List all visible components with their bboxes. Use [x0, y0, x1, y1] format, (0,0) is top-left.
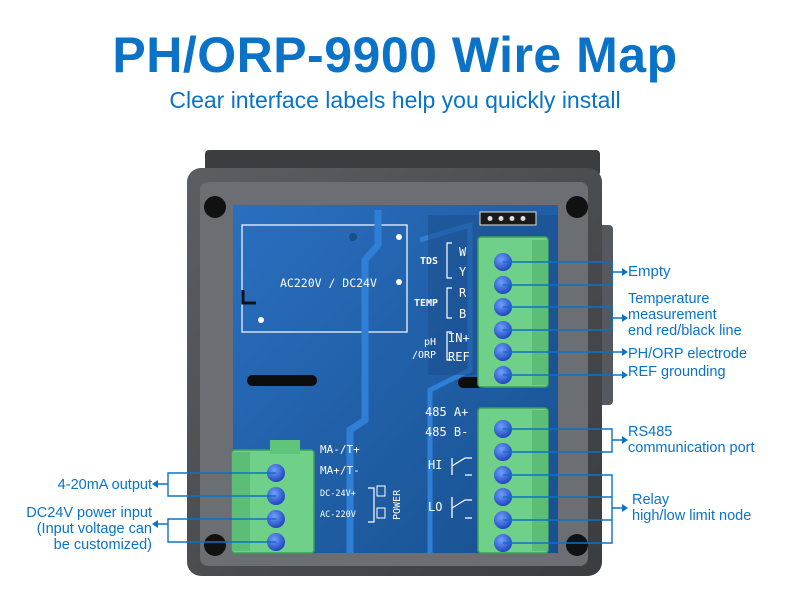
callout-temp-line1: Temperature — [628, 291, 710, 307]
bracket — [446, 242, 452, 279]
pcb-dot — [396, 279, 402, 285]
relay-symbol-lo — [451, 497, 472, 519]
label-lo: LO — [428, 500, 442, 514]
corner-hole — [566, 196, 588, 218]
callout-ref: REF grounding — [628, 364, 726, 380]
callout-ma-output: 4-20mA output — [57, 477, 152, 493]
power-bracket — [368, 487, 375, 523]
pcb-dot — [258, 317, 264, 323]
label-485-b: 485 B- — [425, 425, 468, 439]
terminal-block-bottom-right — [477, 407, 549, 554]
terminal-block-top-right — [477, 236, 549, 388]
callout-rs485-line2: communication port — [628, 440, 755, 456]
callout-temp-line3: end red/black line — [628, 323, 742, 339]
label-in-plus: IN+ — [448, 331, 470, 345]
page-title: PH/ORP-9900 Wire Map — [112, 27, 678, 83]
callout-temp-line2: measurement — [628, 307, 717, 323]
label-r: R — [459, 286, 467, 300]
pin — [509, 216, 515, 221]
callout-dc24-line2: (Input voltage can — [36, 521, 152, 537]
pcb-trace — [346, 210, 382, 553]
label-485-a: 485 A+ — [425, 405, 468, 419]
power-box — [376, 485, 386, 497]
corner-hole — [566, 534, 588, 556]
callout-phorp: PH/ORP electrode — [628, 346, 748, 362]
label-ma-pos: MA+/T- — [320, 464, 360, 477]
label-ma-neg: MA-/T+ — [320, 443, 360, 456]
pin — [487, 216, 493, 221]
pin — [520, 216, 526, 221]
callout-dc24-line1: DC24V power input — [26, 505, 152, 521]
label-power: POWER — [392, 489, 403, 520]
pin-header — [479, 211, 537, 226]
callout-dc24-line3: be customized) — [53, 537, 152, 553]
label-dc24: DC-24V+ — [320, 489, 356, 499]
callout-arrows — [152, 268, 628, 528]
label-ref: REF — [448, 350, 470, 364]
pin — [498, 216, 504, 221]
label-ph: pH — [424, 337, 436, 348]
page-subtitle: Clear interface labels help you quickly … — [169, 87, 621, 113]
label-ac220: AC-220V — [320, 510, 356, 520]
callout-rs485-line1: RS485 — [628, 424, 673, 440]
label-orp: /ORP — [412, 350, 436, 361]
label-hi: HI — [428, 458, 442, 472]
pcb-outline — [241, 224, 408, 333]
label-y: Y — [459, 265, 467, 279]
power-box — [376, 507, 386, 519]
corner-hole — [204, 196, 226, 218]
callout-relay-line2: high/low limit node — [632, 508, 752, 524]
label-w: W — [459, 245, 467, 259]
callout-relay-line1: Relay — [632, 492, 670, 508]
pcb-power-label: AC220V / DC24V — [280, 276, 377, 290]
callout-empty: Empty — [628, 263, 671, 280]
label-b: B — [459, 307, 466, 321]
corner-hole — [204, 534, 226, 556]
bracket — [446, 331, 452, 361]
vent-slot — [247, 375, 317, 386]
pcb-dot — [349, 233, 357, 241]
label-tds: TDS — [420, 256, 438, 267]
pcb-dot — [396, 234, 402, 240]
relay-symbol-hi — [451, 457, 472, 476]
label-temp: TEMP — [414, 298, 438, 309]
callout-lines-right — [503, 261, 622, 544]
corner-mark — [241, 290, 256, 305]
bracket — [446, 287, 452, 319]
callout-lines-left — [158, 472, 276, 543]
